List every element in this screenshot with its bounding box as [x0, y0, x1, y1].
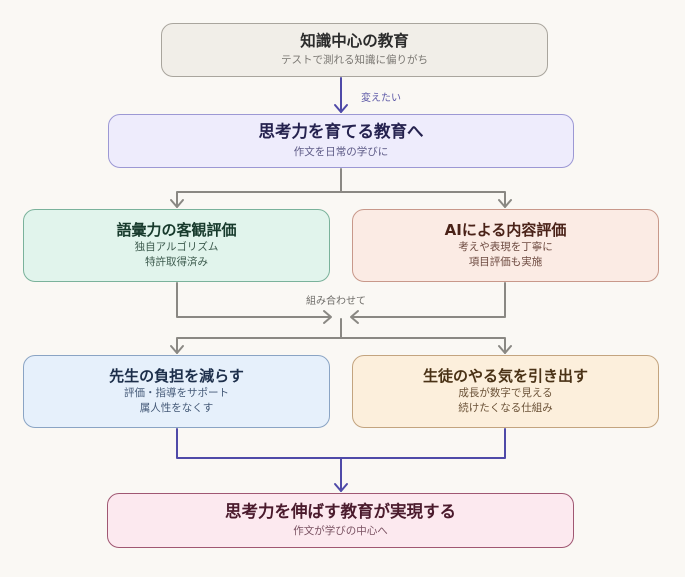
- node-subtitle: 独自アルゴリズム: [134, 241, 219, 254]
- arrowhead-icon: [498, 199, 512, 208]
- node-vocabulary-evaluation: 語彙力の客観評価 独自アルゴリズム 特許取得済み: [23, 209, 330, 282]
- edge-goal-to-branches: [170, 168, 512, 208]
- edge-label-change: 変えたい: [361, 93, 401, 104]
- node-subtitle: 項目評価も実施: [468, 255, 543, 268]
- arrowhead-icon: [350, 310, 359, 324]
- edge-outcomes-to-result: [176, 428, 506, 492]
- edge-start-to-goal: [334, 77, 348, 113]
- node-knowledge-centered-education: 知識中心の教育 テストで測れる知識に偏りがち: [161, 23, 548, 77]
- arrowhead-icon: [170, 199, 184, 208]
- node-thinking-education-goal: 思考力を育てる教育へ 作文を日常の学びに: [108, 114, 574, 168]
- node-subtitle: 属人性をなくす: [139, 401, 214, 414]
- node-subtitle: 続けたくなる仕組み: [458, 401, 553, 414]
- arrowhead-icon: [498, 345, 512, 354]
- node-ai-content-evaluation: AIによる内容評価 考えや表現を丁寧に 項目評価も実施: [352, 209, 659, 282]
- arrowhead-icon: [334, 483, 348, 492]
- node-title: 生徒のやる気を引き出す: [422, 367, 588, 386]
- node-subtitle: 評価・指導をサポート: [124, 387, 229, 400]
- node-title: 思考力を育てる教育へ: [258, 122, 424, 142]
- arrowhead-icon: [334, 104, 348, 113]
- arrowhead-icon: [323, 310, 332, 324]
- node-motivate-students: 生徒のやる気を引き出す 成長が数字で見える 続けたくなる仕組み: [352, 355, 659, 428]
- edge-combine-to-outcomes: [170, 318, 512, 354]
- node-subtitle: 成長が数字で見える: [458, 387, 553, 400]
- node-title: 先生の負担を減らす: [109, 367, 244, 386]
- arrowhead-icon: [170, 345, 184, 354]
- node-title: AIによる内容評価: [444, 221, 567, 240]
- edge-label-combine: 組み合わせて: [306, 296, 366, 307]
- node-result-thinking-education: 思考力を伸ばす教育が実現する 作文が学びの中心へ: [107, 493, 574, 548]
- node-title: 知識中心の教育: [300, 31, 409, 50]
- node-title: 語彙力の客観評価: [116, 221, 237, 240]
- node-title: 思考力を伸ばす教育が実現する: [225, 501, 456, 521]
- node-subtitle: 特許取得済み: [145, 255, 208, 268]
- node-subtitle: 考えや表現を丁寧に: [458, 241, 553, 254]
- node-subtitle: 作文を日常の学びに: [293, 145, 389, 158]
- node-subtitle: 作文が学びの中心へ: [293, 525, 388, 538]
- node-reduce-teacher-burden: 先生の負担を減らす 評価・指導をサポート 属人性をなくす: [23, 355, 330, 428]
- node-subtitle: テストで測れる知識に偏りがち: [281, 54, 428, 67]
- edge-branches-to-combine: [176, 282, 506, 324]
